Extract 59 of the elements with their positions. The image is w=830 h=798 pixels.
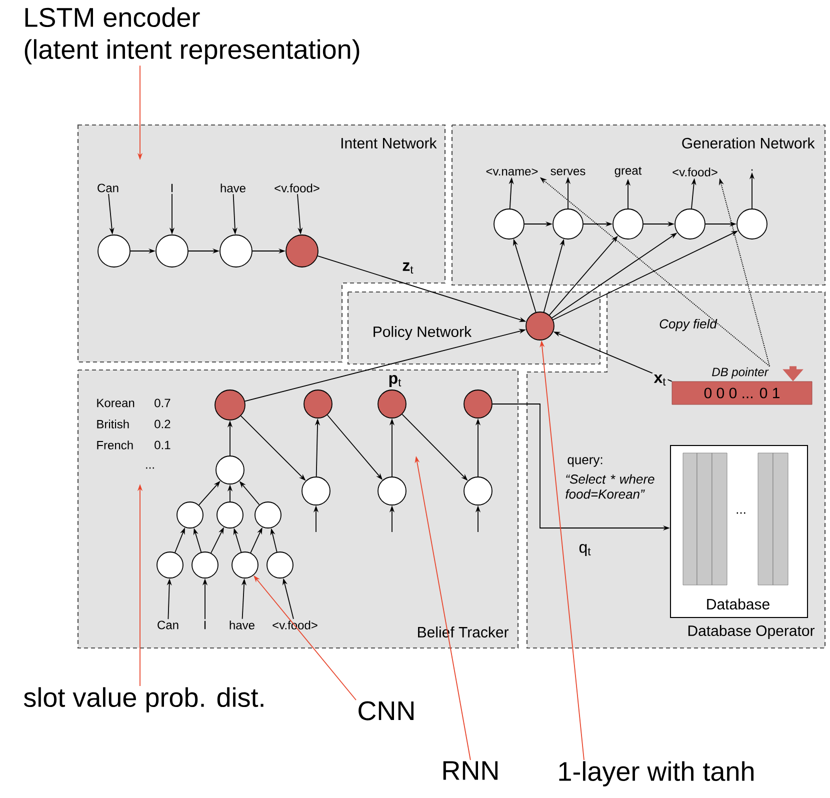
edge-label: q$_{t}$ (577, 542, 593, 558)
neuron-circle (266, 552, 294, 578)
label: ... (146, 467, 154, 469)
neuron-circle (220, 234, 252, 268)
word: serves (550, 168, 586, 176)
word: <v.food> (274, 184, 320, 192)
neuron-circle (214, 390, 246, 420)
neuron-circle (736, 208, 768, 240)
word: Can (158, 620, 178, 630)
neuron-circle (674, 208, 706, 240)
label: Korean (97, 398, 134, 408)
neuron-circle (378, 476, 406, 506)
edge-label: p$_{t}$ (386, 374, 404, 388)
label: 0.2 (154, 420, 170, 428)
label: French (97, 440, 133, 450)
neuron-circle (176, 502, 204, 528)
label: Copy field (660, 318, 718, 332)
word: I (171, 184, 173, 192)
neuron-circle (98, 234, 130, 268)
annotation: LSTM encoder (latent intent representation) (24, 7, 360, 64)
neuron-circle (254, 502, 282, 528)
neuron-circle (552, 208, 584, 240)
neuron-circle (464, 476, 492, 506)
pointer-label: DB pointer (712, 367, 769, 379)
word: . (751, 169, 753, 171)
annotation: slot value prob. dist. (24, 687, 264, 712)
neuron-circle (378, 390, 406, 418)
label: 0.1 (154, 440, 170, 450)
neuron-circle (156, 552, 184, 578)
panel: Policy Network (347, 291, 601, 365)
label: ... (736, 512, 746, 514)
pointer-vector: 0 0 0 ... 0 1 (672, 381, 812, 405)
neuron-circle (526, 312, 554, 340)
neuron-circle (216, 456, 244, 484)
edge-label: z$_{t}$ (400, 260, 416, 276)
neuron-circle (216, 502, 244, 528)
annotation: 1-layer with tanh (559, 761, 754, 786)
label: 0.7 (154, 398, 170, 408)
neuron-circle (192, 552, 218, 578)
word: have (230, 620, 254, 630)
neuron-circle (612, 208, 644, 240)
label: query: (568, 457, 602, 467)
annotation: RNN (443, 761, 498, 780)
neuron-circle (286, 234, 318, 268)
word: <v.food> (672, 168, 718, 176)
neuron-circle (304, 390, 332, 418)
word: <v.name> (486, 168, 538, 176)
word: have (220, 184, 246, 192)
annotation: CNN (358, 701, 414, 720)
neuron-circle (302, 476, 330, 506)
label: “Select * where food=Korean” (566, 474, 654, 499)
word: Can (98, 184, 118, 192)
word: great (614, 166, 642, 178)
neuron-circle (232, 552, 258, 578)
neuron-circle (494, 208, 524, 240)
label: British (97, 420, 129, 428)
neuron-circle (156, 234, 188, 268)
neuron-circle (464, 390, 492, 418)
word: I (204, 620, 206, 630)
